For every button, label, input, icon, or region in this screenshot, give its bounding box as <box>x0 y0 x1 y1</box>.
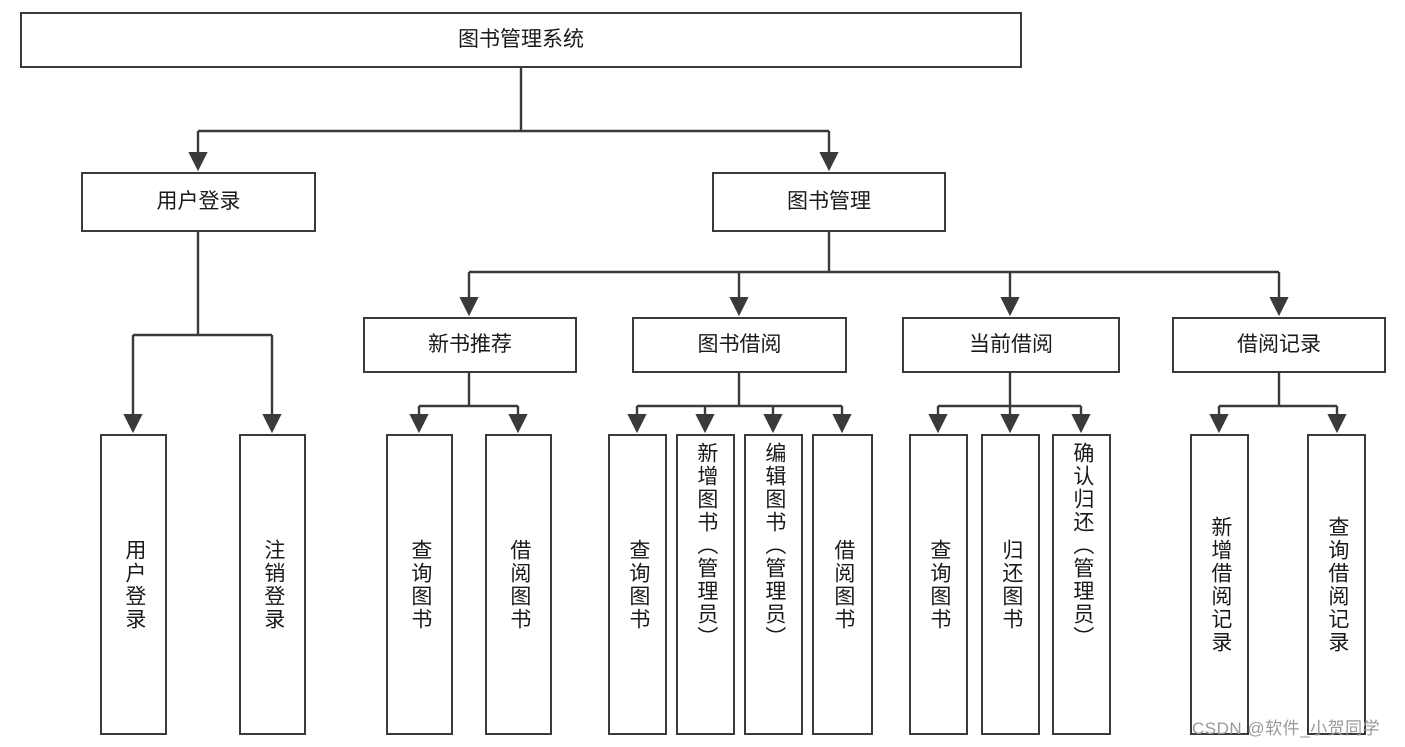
csdn-watermark: CSDN @软件_小贺同学 <box>1192 719 1381 738</box>
leaf-return-book[interactable]: 归还图书 <box>981 434 1040 735</box>
leaf-query-book-current[interactable]: 查询图书 <box>909 434 968 735</box>
node-current-borrow[interactable]: 当前借阅 <box>902 317 1120 373</box>
leaf-add-borrow-record[interactable]: 新增借阅记录 <box>1190 434 1249 735</box>
node-root[interactable]: 图书管理系统 <box>20 12 1022 68</box>
leaf-query-book-borrow[interactable]: 查询图书 <box>608 434 667 735</box>
leaf-query-book-newbook[interactable]: 查询图书 <box>386 434 453 735</box>
node-user-login[interactable]: 用户登录 <box>81 172 316 232</box>
leaf-logout[interactable]: 注销登录 <box>239 434 306 735</box>
leaf-add-book-admin[interactable]: 新增图书（管理员） <box>676 434 735 735</box>
node-book-borrow[interactable]: 图书借阅 <box>632 317 847 373</box>
leaf-query-borrow-record[interactable]: 查询借阅记录 <box>1307 434 1366 735</box>
node-new-book-recommend[interactable]: 新书推荐 <box>363 317 577 373</box>
leaf-confirm-return-admin[interactable]: 确认归还（管理员） <box>1052 434 1111 735</box>
leaf-borrow-book-newbook[interactable]: 借阅图书 <box>485 434 552 735</box>
leaf-edit-book-admin[interactable]: 编辑图书（管理员） <box>744 434 803 735</box>
node-book-management[interactable]: 图书管理 <box>712 172 946 232</box>
node-borrow-record[interactable]: 借阅记录 <box>1172 317 1386 373</box>
leaf-borrow-book[interactable]: 借阅图书 <box>812 434 873 735</box>
leaf-user-login[interactable]: 用户登录 <box>100 434 167 735</box>
